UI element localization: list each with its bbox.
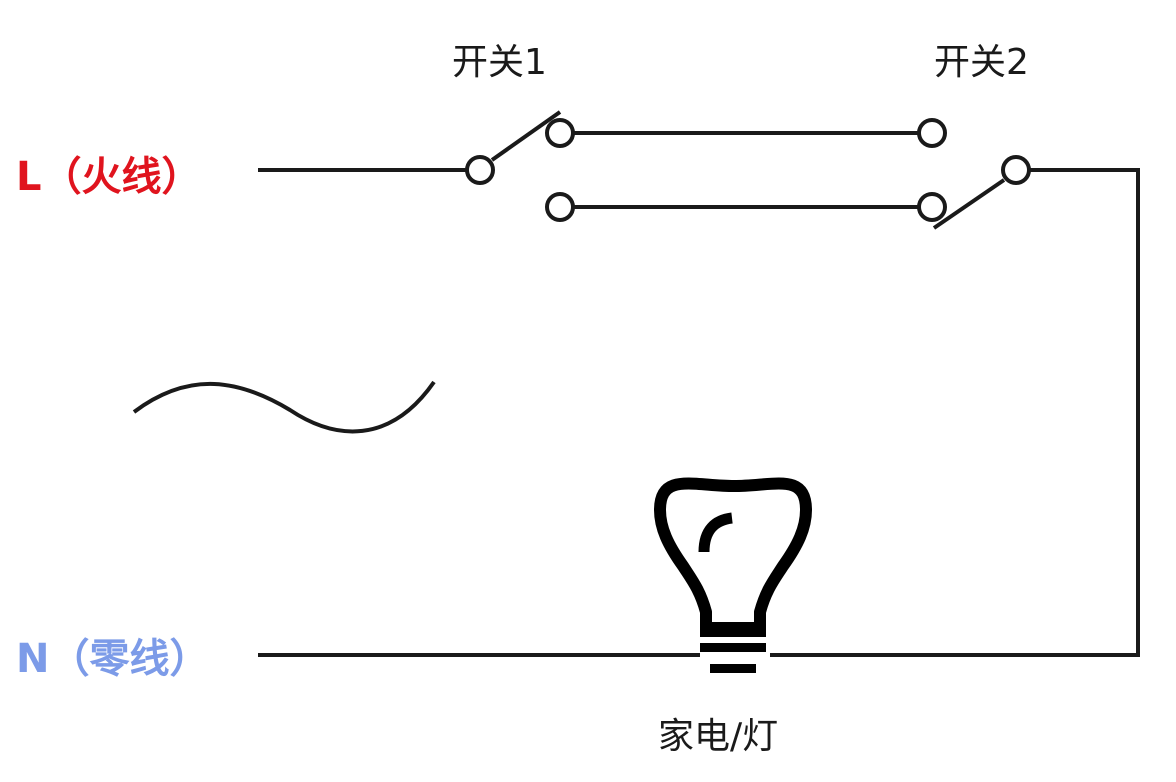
live-line-label: L（火线）: [16, 154, 202, 200]
load-label: 家电/灯: [658, 716, 778, 757]
sine-wave-icon: [132, 380, 436, 434]
switch2-lever: [932, 178, 1006, 230]
switch1-common-terminal: [465, 155, 495, 185]
switch1-label: 开关1: [452, 42, 547, 83]
switch1-lever: [490, 110, 562, 162]
switch1-lower-terminal: [545, 192, 575, 222]
switch2-label: 开关2: [934, 42, 1029, 83]
neutral-line-label: N（零线）: [16, 636, 209, 682]
switch2-common-terminal: [1001, 155, 1031, 185]
switch2-upper-terminal: [917, 118, 947, 148]
light-bulb-icon: [654, 477, 812, 673]
switch2-lower-terminal: [917, 192, 947, 222]
switch1-upper-terminal: [545, 118, 575, 148]
switched-live-wire: [770, 168, 1140, 657]
